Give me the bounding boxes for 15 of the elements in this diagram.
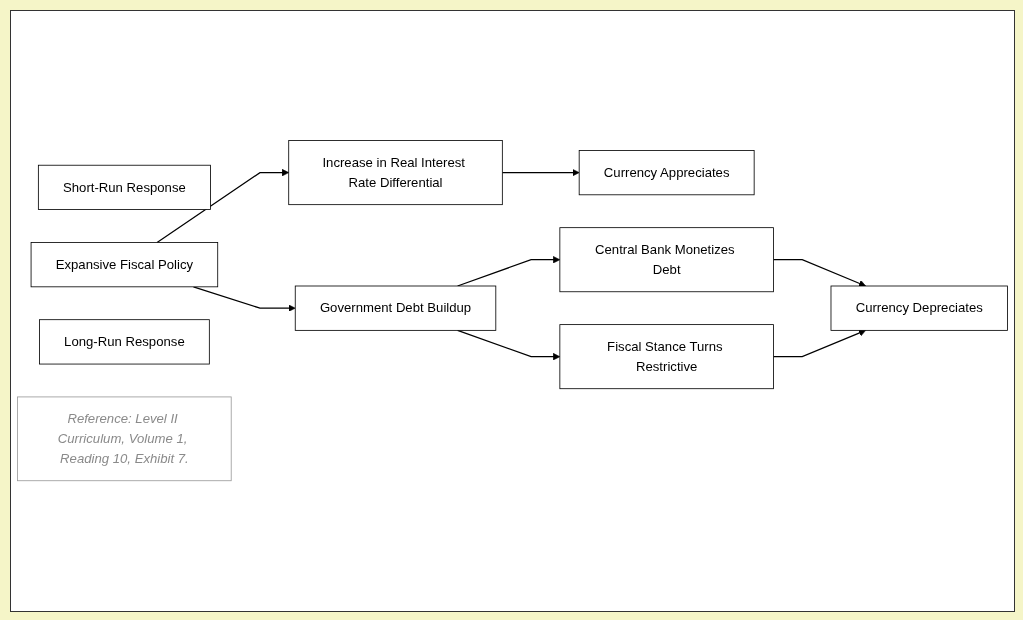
node-box — [559, 324, 774, 390]
node-box — [559, 227, 774, 293]
node-box — [578, 150, 755, 196]
flowchart: Short-Run Response Expansive Fiscal Policy Increase in Real Interest Rate Differential Currency Appreciates Long-Run Response Government Debt Buildup Central Bank Monetizes Debt Fiscal Stance Turns Restrictive Currency Depreciates Reference: Level II Curriculum, Volume 1, Reading 10, Exhibit 7. — [11, 134, 1014, 488]
arrow — [156, 169, 290, 244]
node-box — [288, 140, 503, 206]
node-box — [30, 242, 219, 288]
node-box — [37, 165, 211, 211]
arrow — [772, 259, 866, 288]
node-box — [830, 285, 1008, 332]
arrow — [501, 169, 580, 177]
node-box — [17, 396, 232, 482]
arrow — [772, 329, 866, 358]
node-box — [294, 285, 497, 332]
node-box — [39, 319, 210, 365]
